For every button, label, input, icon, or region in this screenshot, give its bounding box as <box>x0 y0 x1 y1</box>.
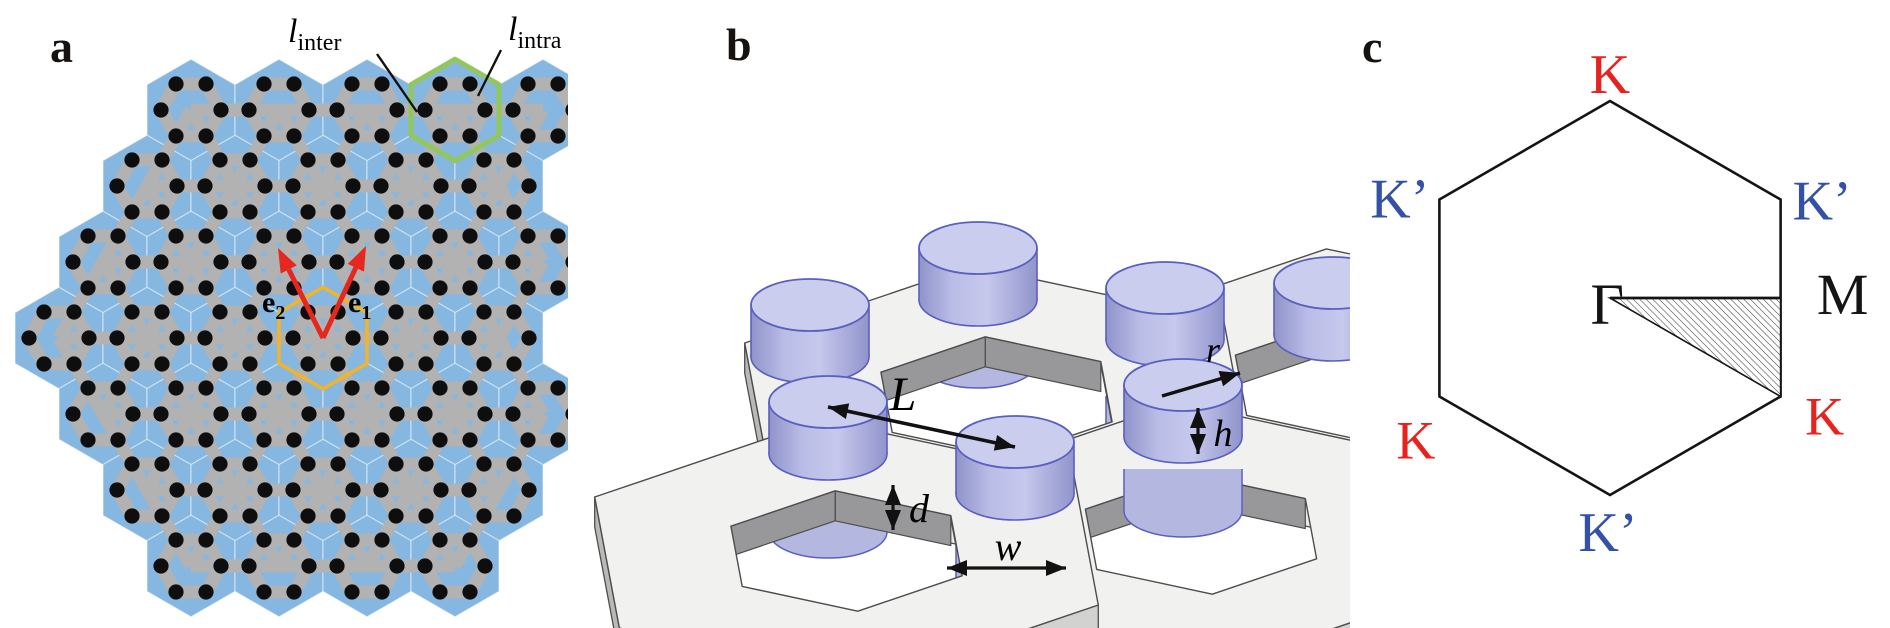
panel-b-structure: L r h d w <box>594 221 1350 628</box>
intra-cell-highlight-hexagon <box>408 56 502 164</box>
l-inter-label: linter <box>288 13 341 56</box>
M-point-label: M <box>1817 262 1869 327</box>
panel-a-letter: a <box>50 21 73 72</box>
dimension-d-label: d <box>909 486 930 531</box>
l-intra-label: lintra <box>508 11 562 54</box>
dimension-L-label: L <box>889 368 917 421</box>
dimension-h-label: h <box>1214 413 1233 455</box>
panel-b-letter: b <box>726 19 752 70</box>
gamma-point-label: Γ <box>1590 272 1624 337</box>
lattice-vector-arrows <box>278 246 366 340</box>
unit-cell-outline-hexagon <box>277 285 369 391</box>
lattice-site-dots <box>21 76 568 600</box>
K-point-lower-left-label: K <box>1396 411 1435 471</box>
panel-c-brillouin-zone: K K K K’ K’ K’ Γ M <box>1370 44 1868 564</box>
l-inter-leader-line <box>376 53 418 113</box>
l-intra-leader-line <box>476 49 503 97</box>
K-prime-point-bottom-label: K’ <box>1578 502 1637 564</box>
dimension-r-label: r <box>1206 330 1221 370</box>
K-point-lower-right-label: K <box>1805 387 1844 447</box>
panel-c-letter: c <box>1362 21 1382 72</box>
panel-a-lattice: linter lintra e2 e1 <box>14 11 568 618</box>
K-prime-point-upper-right-label: K’ <box>1793 171 1852 233</box>
K-prime-point-upper-left-label: K’ <box>1370 169 1429 231</box>
K-point-top-label: K <box>1590 44 1630 106</box>
e2-vector-label: e2 <box>262 286 285 324</box>
dimension-w-label: w <box>995 524 1022 569</box>
dimension-arrows <box>827 371 1241 576</box>
e1-vector-label: e1 <box>348 286 371 324</box>
